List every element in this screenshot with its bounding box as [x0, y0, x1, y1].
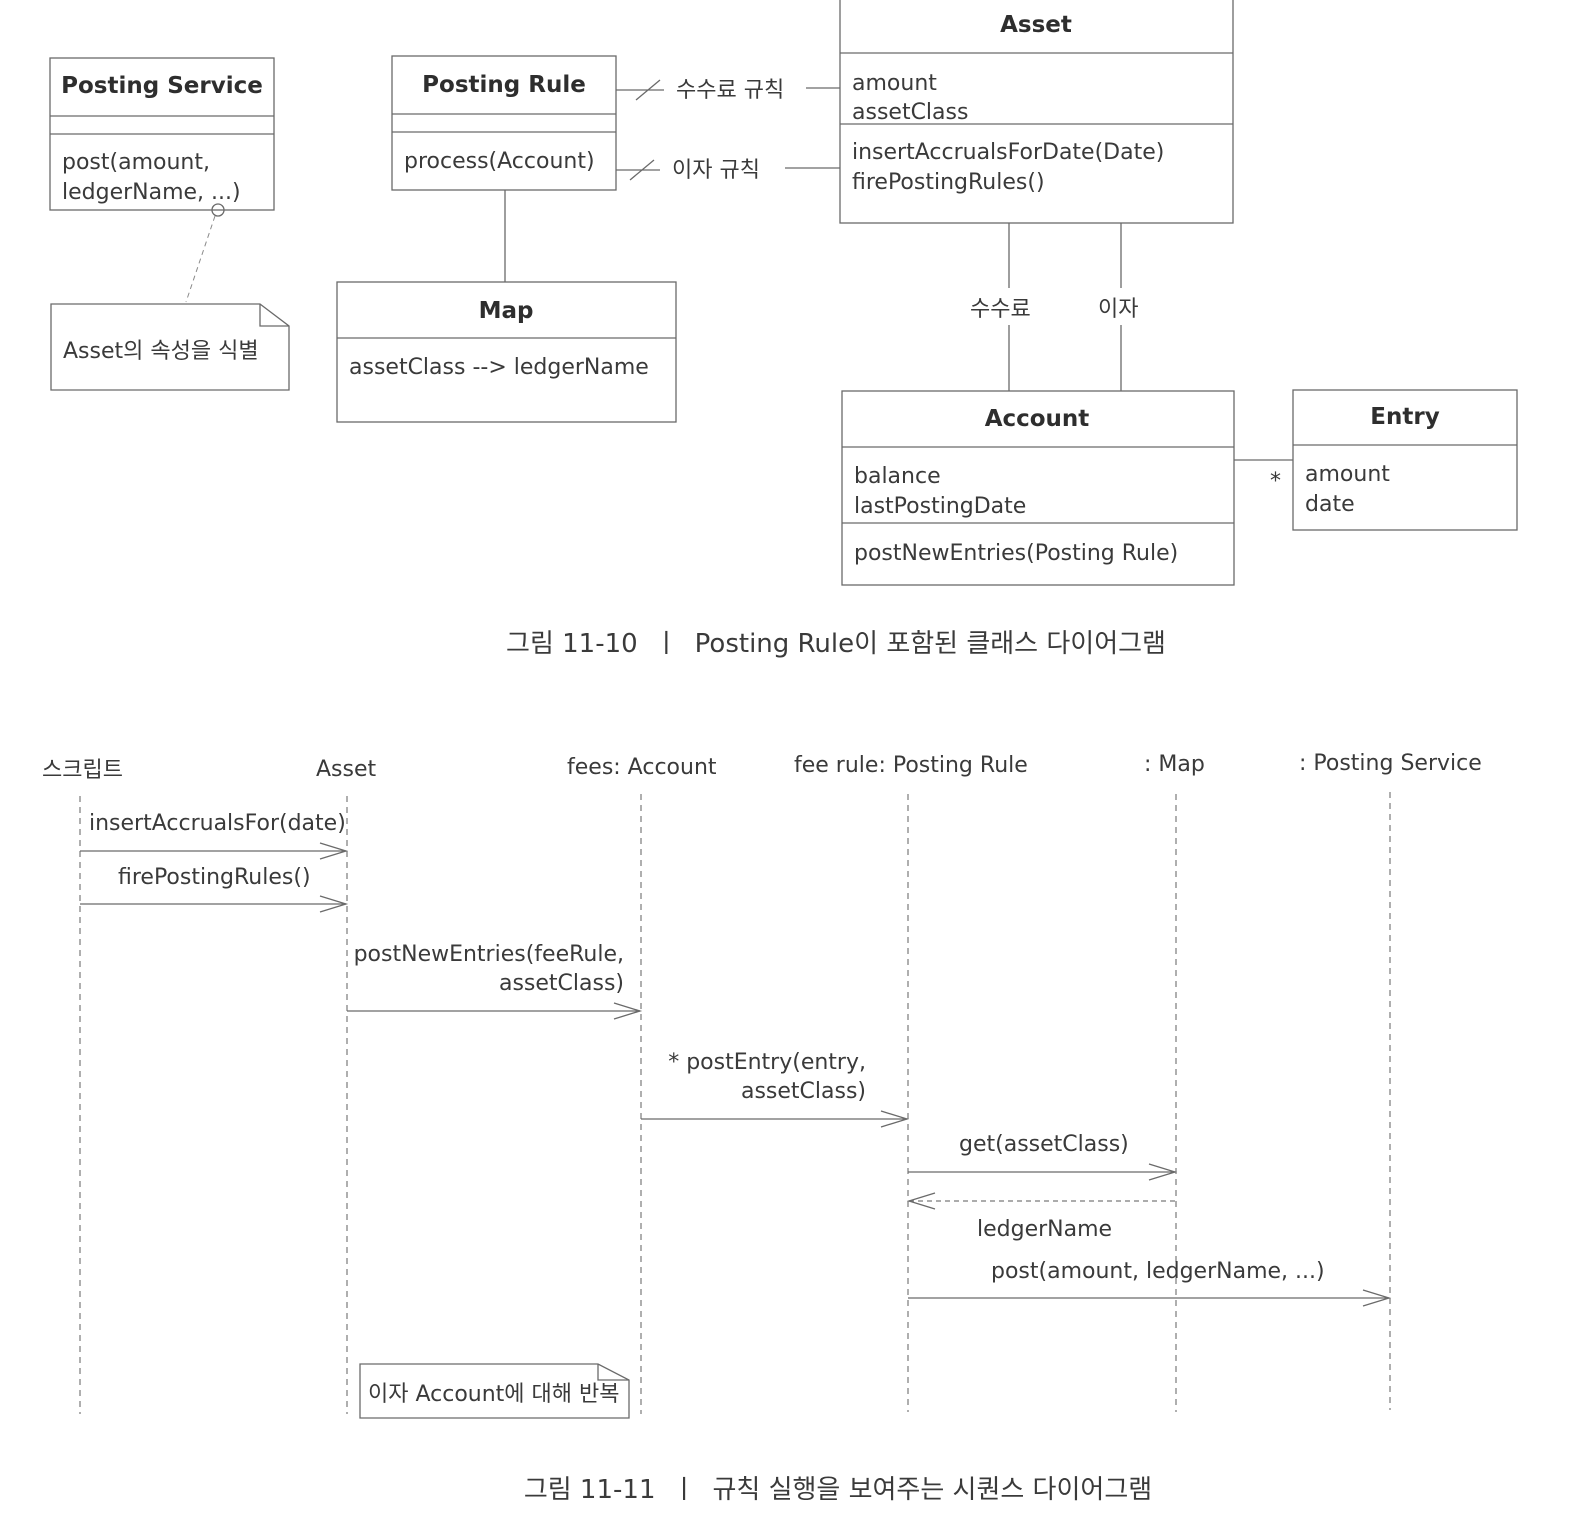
- map-class: Map assetClass --> ledgerName: [336, 281, 677, 423]
- lifeline-script-label: 스크립트: [42, 758, 123, 783]
- message-post-new-entries-line2: assetClass): [499, 971, 624, 996]
- note-repeat-text: 이자 Account에 대해 반복: [368, 1382, 620, 1407]
- lifeline-posting-service-label: : Posting Service: [1299, 751, 1482, 776]
- account-title: Account: [985, 406, 1090, 432]
- entry-attr-date: date: [1305, 492, 1355, 517]
- note-connector: [185, 215, 216, 303]
- message-insert-accruals-label: insertAccrualsFor(date): [89, 811, 346, 836]
- asset-attr-assetclass: assetClass: [852, 100, 968, 125]
- lifeline-fees-account-label: fees: Account: [567, 755, 717, 780]
- caption-fig-11-10: 그림 11-10 ㅣ Posting Rule이 포함된 클래스 다이어그램: [506, 629, 1166, 659]
- asset-class: Asset amount assetClass insertAccrualsFo…: [839, 0, 1234, 224]
- lifeline-fee-rule-label: fee rule: Posting Rule: [794, 753, 1028, 778]
- return-ledger-name-label: ledgerName: [977, 1217, 1112, 1242]
- caption-fig-11-11: 그림 11-11 ㅣ 규칙 실행을 보여주는 시퀀스 다이어그램: [524, 1475, 1152, 1505]
- message-post-entry: * postEntry(entry, assetClass): [641, 1050, 910, 1128]
- posting-service-title: Posting Service: [61, 73, 263, 99]
- posting-service-op-line1: post(amount,: [62, 150, 210, 175]
- class-diagram: Posting Service post(amount, ledgerName,…: [49, 0, 1518, 659]
- map-attr: assetClass --> ledgerName: [349, 355, 649, 380]
- asset-op-fire: firePostingRules(): [852, 170, 1045, 195]
- asset-op-insert: insertAccrualsForDate(Date): [852, 140, 1164, 165]
- posting-service-op-line2: ledgerName, ...): [62, 180, 241, 205]
- sequence-diagram: 스크립트 Asset fees: Account fee rule: Posti…: [42, 751, 1482, 1505]
- note-repeat: 이자 Account에 대해 반복: [359, 1363, 630, 1419]
- interest-label: 이자: [1098, 297, 1138, 322]
- fee-rule-association: 수수료 규칙: [616, 78, 840, 103]
- message-post-label: post(amount, ledgerName, ...): [991, 1259, 1325, 1284]
- return-ledger-name: ledgerName: [906, 1192, 1176, 1242]
- message-post-new-entries-line1: postNewEntries(feeRule,: [354, 942, 624, 967]
- interest-rule-label: 이자 규칙: [672, 158, 760, 183]
- posting-rule-op: process(Account): [404, 149, 595, 174]
- message-post-new-entries: postNewEntries(feeRule, assetClass): [347, 942, 643, 1020]
- account-attr-balance: balance: [854, 464, 941, 489]
- fee-association: 수수료: [970, 223, 1031, 391]
- entry-class: Entry amount date: [1292, 389, 1518, 531]
- message-fire-posting-rules: firePostingRules(): [80, 865, 349, 913]
- message-fire-posting-rules-label: firePostingRules(): [118, 865, 311, 890]
- note-asset-text: Asset의 속성을 식별: [63, 339, 259, 364]
- account-op: postNewEntries(Posting Rule): [854, 541, 1178, 566]
- message-get-asset-class: get(assetClass): [908, 1132, 1178, 1181]
- account-attr-lastpostingdate: lastPostingDate: [854, 494, 1026, 519]
- fee-label: 수수료: [970, 297, 1031, 322]
- map-title: Map: [479, 298, 534, 324]
- note-asset-attributes: Asset의 속성을 식별: [50, 303, 290, 391]
- lifeline-map-label: : Map: [1144, 752, 1205, 777]
- fee-rule-label: 수수료 규칙: [676, 78, 784, 103]
- posting-rule-title: Posting Rule: [422, 72, 586, 98]
- lifeline-asset-label: Asset: [316, 757, 377, 782]
- message-insert-accruals: insertAccrualsFor(date): [80, 811, 349, 860]
- posting-rule-class: Posting Rule process(Account): [391, 55, 617, 191]
- interest-association: 이자: [1098, 223, 1138, 391]
- message-post-entry-line1: * postEntry(entry,: [668, 1050, 866, 1075]
- posting-service-class: Posting Service post(amount, ledgerName,…: [49, 57, 275, 211]
- message-post: post(amount, ledgerName, ...): [908, 1259, 1392, 1307]
- message-get-asset-class-label: get(assetClass): [959, 1132, 1129, 1157]
- account-class: Account balance lastPostingDate postNewE…: [841, 390, 1235, 586]
- asset-attr-amount: amount: [852, 71, 937, 96]
- message-post-entry-line2: assetClass): [741, 1079, 866, 1104]
- note-anchor-circle: [211, 203, 225, 217]
- asset-title: Asset: [1000, 12, 1072, 38]
- interest-rule-association: 이자 규칙: [616, 158, 840, 183]
- entry-title: Entry: [1370, 404, 1439, 430]
- entry-attr-amount: amount: [1305, 462, 1390, 487]
- entry-multiplicity: *: [1270, 469, 1281, 494]
